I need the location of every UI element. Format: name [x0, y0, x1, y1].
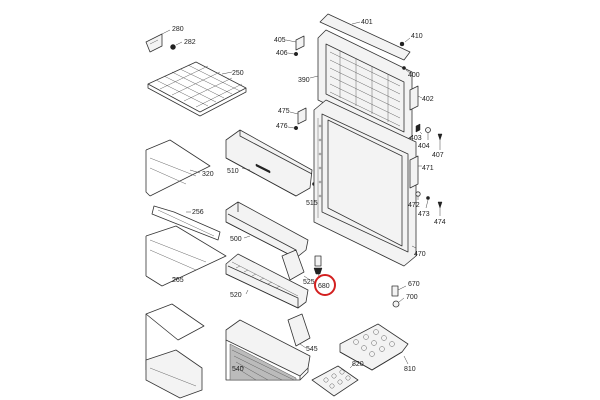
part-407-screw — [437, 133, 443, 150]
callout-476: 476 — [276, 123, 288, 130]
part-810-egg-tray — [339, 323, 409, 371]
part-402-hinge — [409, 85, 423, 111]
callout-407: 407 — [432, 152, 444, 159]
callout-515: 515 — [306, 200, 318, 207]
part-400-pin — [402, 66, 411, 74]
callout-700: 700 — [406, 294, 418, 301]
part-700-washer — [392, 297, 405, 308]
part-250-wire-shelf — [147, 61, 247, 117]
callout-280: 280 — [172, 26, 184, 33]
part-476-screw — [287, 125, 299, 131]
callout-473: 473 — [418, 211, 430, 218]
callout-405: 405 — [274, 37, 286, 44]
callout-410: 410 — [411, 33, 423, 40]
part-471-hinge — [409, 155, 422, 189]
part-401-door-handle — [319, 13, 411, 61]
callout-510: 510 — [227, 168, 239, 175]
part-474-screw — [437, 201, 443, 216]
callout-810: 810 — [404, 366, 416, 373]
callout-390: 390 — [298, 77, 310, 84]
part-crisper-drawer — [145, 303, 205, 399]
part-256-bracket — [151, 205, 221, 241]
callout-471: 471 — [422, 165, 434, 172]
part-404-cap — [425, 127, 431, 140]
callout-680-highlight-ring — [314, 274, 336, 296]
part-280-bracket — [145, 29, 171, 53]
callout-400: 400 — [408, 72, 420, 79]
callout-402: 402 — [422, 96, 434, 103]
part-320-glass-shelf — [145, 139, 211, 197]
part-265-crisper-cover — [145, 225, 227, 287]
part-405-hinge — [285, 35, 305, 51]
part-540-bottom-bin — [225, 319, 311, 381]
callout-525: 525 — [303, 279, 315, 286]
callout-320: 320 — [202, 171, 214, 178]
part-510-dairy-compartment — [225, 129, 316, 197]
callout-474: 474 — [434, 219, 446, 226]
part-390-freezer-door — [309, 29, 413, 143]
callout-404: 404 — [418, 143, 430, 150]
callout-670: 670 — [408, 281, 420, 288]
part-670-bushing — [391, 285, 407, 297]
callout-472: 472 — [408, 202, 420, 209]
part-282-screw — [170, 41, 183, 50]
part-406-screw — [287, 51, 299, 57]
part-680-hinge-pin — [313, 255, 323, 279]
callout-680: 680 — [318, 283, 330, 290]
callout-470: 470 — [414, 251, 426, 258]
callout-545: 545 — [306, 346, 318, 353]
part-545-bracket — [287, 313, 311, 349]
part-475-hinge — [289, 107, 307, 125]
callout-256: 256 — [192, 209, 204, 216]
part-403-pin — [415, 123, 423, 135]
callout-500: 500 — [230, 236, 242, 243]
callout-265: 265 — [172, 277, 184, 284]
callout-250: 250 — [232, 70, 244, 77]
callout-540: 540 — [232, 366, 244, 373]
part-525-bracket — [281, 249, 311, 281]
part-820-egg-tray — [311, 363, 359, 397]
callout-406: 406 — [276, 50, 288, 57]
part-520-door-bin — [225, 253, 309, 309]
part-472-cap — [415, 191, 421, 200]
part-410-screw — [399, 37, 411, 47]
part-500-door-bin — [225, 201, 309, 259]
part-473-screw — [425, 196, 430, 209]
callout-282: 282 — [184, 39, 196, 46]
callout-820: 820 — [352, 361, 364, 368]
part-470-fridge-door — [313, 99, 417, 267]
callout-520: 520 — [230, 292, 242, 299]
callout-401: 401 — [361, 19, 373, 26]
callout-475: 475 — [278, 108, 290, 115]
callout-403: 403 — [410, 135, 422, 142]
